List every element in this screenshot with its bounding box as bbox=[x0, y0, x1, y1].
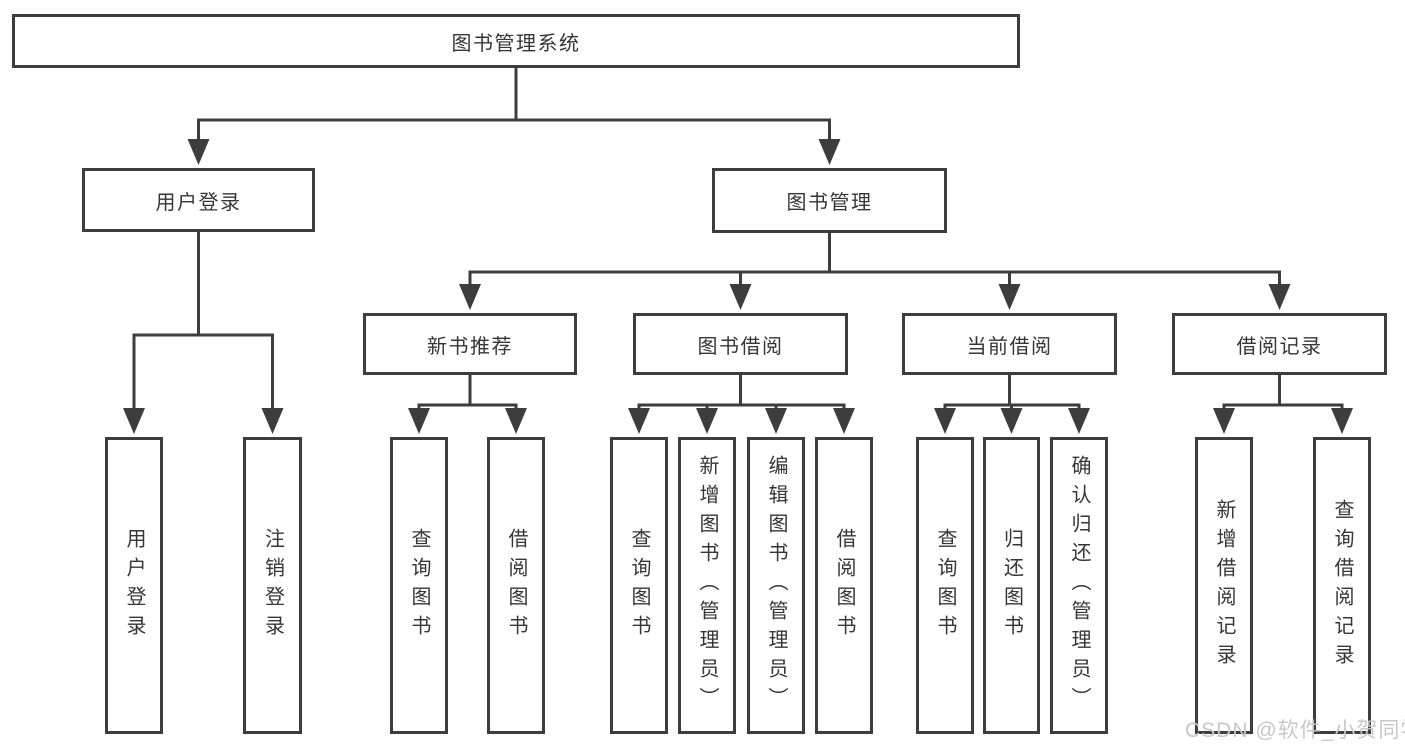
node-box-cur-query: 查询图书 bbox=[916, 437, 974, 734]
node-box-bw-query: 查询图书 bbox=[610, 437, 668, 734]
node-label-nb-query: 查询图书 bbox=[408, 527, 430, 644]
arrowhead-icon bbox=[1000, 408, 1023, 434]
arrowhead-icon bbox=[998, 284, 1021, 310]
arrowhead-icon bbox=[696, 408, 718, 434]
node-box-cur-confirm: 确认归还（管理员） bbox=[1050, 437, 1108, 734]
watermark: CSDN @软件_小贺同学 bbox=[1185, 719, 1405, 742]
arrowhead-icon bbox=[187, 139, 210, 165]
node-box-bw-borrow: 借阅图书 bbox=[815, 437, 873, 734]
arrowhead-icon bbox=[408, 408, 430, 434]
node-box-login-user: 用户登录 bbox=[105, 437, 163, 734]
arrowhead-icon bbox=[261, 408, 284, 434]
arrowhead-icon bbox=[1068, 408, 1090, 434]
node-label-rec-add: 新增借阅记录 bbox=[1213, 498, 1235, 673]
node-box-login: 用户登录 bbox=[82, 168, 315, 232]
node-label-login-user: 用户登录 bbox=[123, 527, 145, 644]
node-box-newbooks: 新书推荐 bbox=[363, 313, 577, 375]
node-box-nb-query: 查询图书 bbox=[390, 437, 448, 734]
node-box-nb-borrow: 借阅图书 bbox=[487, 437, 545, 734]
node-label-bw-edit: 编辑图书（管理员） bbox=[765, 455, 787, 716]
node-box-bw-edit: 编辑图书（管理员） bbox=[747, 437, 805, 734]
node-box-borrowing: 图书借阅 bbox=[633, 313, 848, 375]
node-box-rec-add: 新增借阅记录 bbox=[1195, 437, 1253, 734]
arrowhead-icon bbox=[934, 408, 956, 434]
arrowhead-icon bbox=[459, 284, 481, 310]
node-label-root: 图书管理系统 bbox=[451, 32, 581, 55]
node-label-login: 用户登录 bbox=[155, 191, 242, 214]
node-box-records: 借阅记录 bbox=[1172, 313, 1387, 375]
arrowhead-icon bbox=[833, 408, 855, 434]
arrowhead-icon bbox=[1331, 408, 1353, 434]
node-label-cur-return: 归还图书 bbox=[1000, 527, 1023, 644]
node-label-bw-add: 新增图书（管理员） bbox=[696, 455, 718, 716]
arrowhead-icon bbox=[1213, 408, 1235, 434]
arrowhead-icon bbox=[505, 408, 527, 434]
arrowhead-icon bbox=[818, 139, 841, 165]
node-box-current: 当前借阅 bbox=[902, 313, 1117, 375]
node-label-cur-query: 查询图书 bbox=[934, 527, 956, 644]
node-label-cur-confirm: 确认归还（管理员） bbox=[1068, 455, 1090, 716]
node-label-bw-borrow: 借阅图书 bbox=[833, 527, 855, 644]
arrowhead-icon bbox=[765, 408, 787, 434]
node-label-records: 借阅记录 bbox=[1236, 335, 1323, 358]
node-box-rec-query: 查询借阅记录 bbox=[1313, 437, 1371, 734]
arrowhead-icon bbox=[1268, 284, 1291, 310]
node-label-current: 当前借阅 bbox=[966, 335, 1053, 358]
node-label-nb-borrow: 借阅图书 bbox=[505, 527, 527, 644]
node-label-rec-query: 查询借阅记录 bbox=[1331, 498, 1353, 673]
node-box-bw-add: 新增图书（管理员） bbox=[678, 437, 736, 734]
node-box-mgmt: 图书管理 bbox=[712, 168, 947, 233]
node-box-cur-return: 归还图书 bbox=[983, 437, 1040, 734]
arrowhead-icon bbox=[729, 284, 752, 310]
node-label-borrowing: 图书借阅 bbox=[697, 335, 784, 358]
node-label-mgmt: 图书管理 bbox=[786, 192, 873, 214]
node-label-login-logout: 注销登录 bbox=[261, 527, 284, 644]
node-label-newbooks: 新书推荐 bbox=[427, 335, 513, 358]
node-box-login-logout: 注销登录 bbox=[243, 437, 302, 734]
node-label-bw-query: 查询图书 bbox=[628, 527, 650, 644]
arrowhead-icon bbox=[628, 408, 650, 434]
arrowhead-icon bbox=[123, 408, 145, 434]
node-box-root: 图书管理系统 bbox=[12, 14, 1020, 68]
